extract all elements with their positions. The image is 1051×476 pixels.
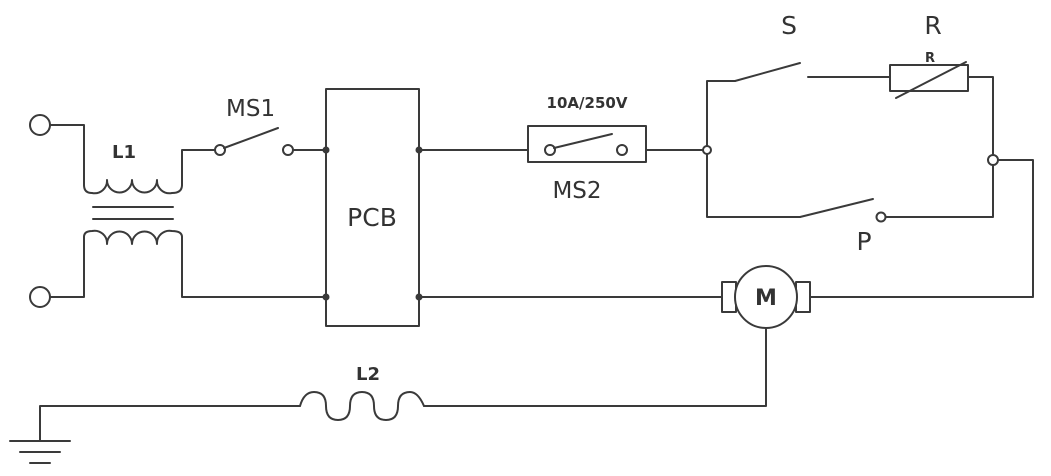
s-contact-arm	[734, 62, 801, 82]
switch-ms1: MS1	[214, 96, 327, 156]
ms1-terminal-right	[282, 144, 294, 156]
inductor-l2: L2	[299, 364, 425, 421]
pcb-node-left-top	[322, 146, 330, 154]
label-p: P	[856, 227, 871, 256]
label-s: S	[781, 11, 797, 40]
primary-coil	[83, 179, 183, 195]
label-l1: L1	[112, 142, 136, 163]
label-motor: M	[755, 286, 777, 311]
ms1-terminal-left	[214, 144, 226, 156]
ms2-terminal-left	[544, 144, 556, 156]
motor-m: M	[721, 265, 811, 329]
label-l2: L2	[356, 364, 380, 385]
branch-node-left	[702, 145, 712, 155]
r-variable-arrow	[895, 61, 967, 99]
wire-p-to-node	[885, 165, 994, 218]
wire-input-top	[49, 124, 85, 186]
ms2-box	[527, 125, 647, 163]
switch-p: P	[799, 165, 994, 256]
wire-input-bottom	[49, 236, 85, 298]
label-r-inner: R	[925, 51, 935, 66]
wire-node-to-motor	[809, 159, 1034, 298]
wire-l1-to-ms1	[181, 149, 215, 186]
pcb-node-left-bottom	[322, 293, 330, 301]
label-pcb: PCB	[347, 203, 397, 232]
motor-brush-right	[795, 281, 811, 313]
label-ms2: MS2	[552, 178, 601, 204]
p-contact-arm	[799, 198, 874, 218]
input-terminal-bottom	[29, 286, 51, 308]
label-r: R	[924, 11, 941, 40]
input-terminal-top	[29, 114, 51, 136]
r-body	[889, 64, 969, 92]
wire-motor-to-l2	[423, 327, 767, 407]
secondary-coil	[83, 229, 183, 245]
wire-branch-top	[706, 80, 736, 147]
ms2-contact-arm	[553, 133, 613, 149]
branch-node-right	[987, 154, 999, 166]
wire-l1-to-pcb-bottom	[181, 236, 327, 298]
pcb-block: PCB	[322, 88, 423, 327]
switch-s: S	[734, 11, 891, 82]
motor-brush-left	[721, 281, 737, 313]
wire-l2-to-ground	[39, 405, 301, 441]
switch-ms2: 10A/250V MS2	[527, 94, 647, 204]
transformer-l1: L1	[83, 142, 183, 245]
resistor-r: R R	[889, 11, 994, 155]
power-input	[29, 114, 85, 308]
ground-icon	[9, 440, 71, 464]
pcb-box	[325, 88, 420, 327]
label-ms1: MS1	[226, 96, 275, 122]
l2-coil	[299, 391, 425, 421]
p-terminal	[875, 211, 887, 223]
ms1-contact-arm	[223, 127, 279, 149]
ms2-terminal-right	[616, 144, 628, 156]
wire-branch-bottom	[706, 153, 801, 218]
label-fuse-rating: 10A/250V	[547, 94, 628, 112]
wire-r-to-node	[967, 76, 994, 155]
